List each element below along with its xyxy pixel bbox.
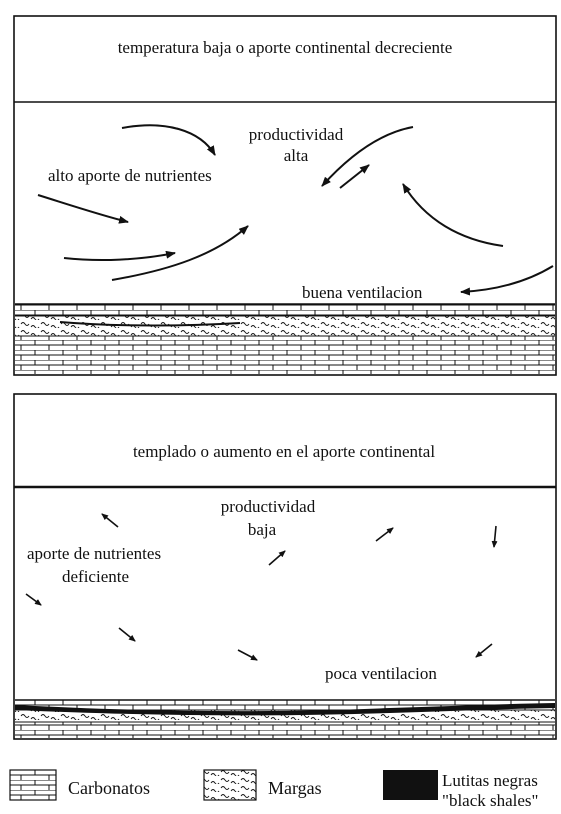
panel-bottom-nutrients-line1: aporte de nutrientes xyxy=(27,544,161,563)
panel-bottom-productivity-line1: productividad xyxy=(221,497,316,516)
panel-bottom-banner: templado o aumento en el aporte continen… xyxy=(133,442,435,461)
legend-carbonates-swatch xyxy=(10,770,56,800)
legend-black-shales-label-line1: Lutitas negras xyxy=(442,771,538,790)
arrow-bottom-6 xyxy=(376,528,393,541)
panel-top-carbonate-layer-lower xyxy=(15,336,555,374)
arrow-top-7 xyxy=(403,184,503,246)
panel-bottom: templado o aumento en el aporte continen… xyxy=(14,394,556,739)
arrow-bottom-3 xyxy=(119,628,135,641)
panel-top-productivity-line2: alta xyxy=(284,146,309,165)
panel-top-productivity-line1: productividad xyxy=(249,125,344,144)
panel-bottom-ventilation: poca ventilacion xyxy=(325,664,437,683)
legend-carbonates: Carbonatos xyxy=(10,770,150,800)
arrow-bottom-4 xyxy=(238,650,257,660)
legend-black-shales-swatch xyxy=(383,770,438,800)
arrow-bottom-2 xyxy=(26,594,41,605)
arrow-top-1 xyxy=(122,125,215,155)
legend-black-shales-label-line2: "black shales" xyxy=(442,791,539,810)
arrow-top-6 xyxy=(340,165,369,188)
arrow-bottom-5 xyxy=(269,551,285,565)
arrow-top-4 xyxy=(112,226,248,280)
panel-top-ventilation: buena ventilacion xyxy=(302,283,423,302)
legend: Carbonatos Margas Lutitas negras "black … xyxy=(10,770,539,810)
arrow-top-3 xyxy=(64,253,175,260)
arrow-top-8 xyxy=(461,266,553,292)
legend-carbonates-label: Carbonatos xyxy=(68,778,150,798)
legend-black-shales: Lutitas negras "black shales" xyxy=(383,770,539,810)
arrow-bottom-8 xyxy=(476,644,492,657)
legend-marls-swatch xyxy=(204,770,256,800)
panel-bottom-carbonate-layer-lower xyxy=(15,722,555,738)
arrow-bottom-7 xyxy=(494,526,496,547)
legend-marls: Margas xyxy=(204,770,322,800)
panel-bottom-productivity-line2: baja xyxy=(248,520,277,539)
panel-top-nutrients: alto aporte de nutrientes xyxy=(48,166,212,185)
arrow-bottom-1 xyxy=(102,514,118,527)
panel-top-banner: temperatura baja o aporte continental de… xyxy=(118,38,453,57)
panel-top-carbonate-layer-upper xyxy=(15,304,555,316)
panel-top: temperatura baja o aporte continental de… xyxy=(14,16,556,375)
panel-bottom-nutrients-line2: deficiente xyxy=(62,567,129,586)
panel-top-marl-layer xyxy=(15,316,555,336)
legend-marls-label: Margas xyxy=(268,778,322,798)
arrow-top-2 xyxy=(38,195,128,222)
